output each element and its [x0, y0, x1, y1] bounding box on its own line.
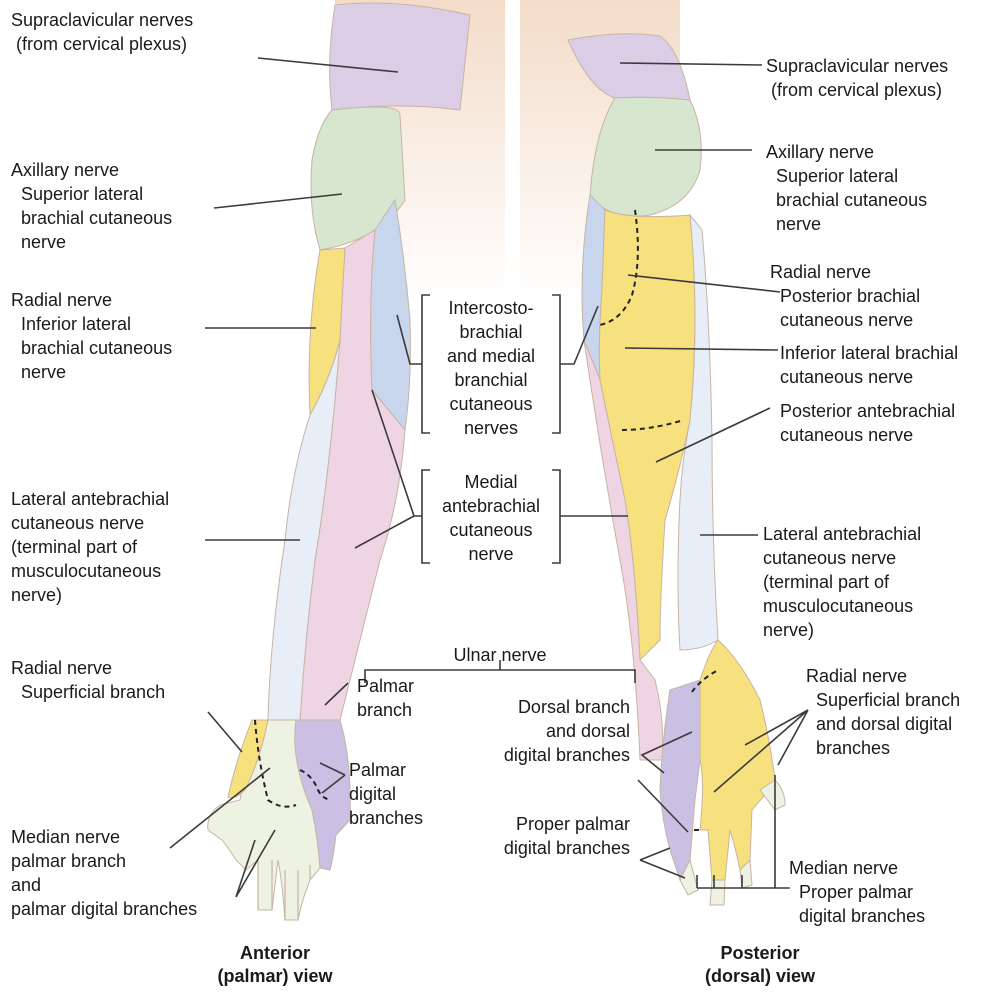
label-post-lateral-antebrachial: Lateral antebrachial cutaneous nerve (te…	[763, 522, 921, 642]
text: cutaneous nerve	[763, 546, 921, 570]
label-post-inferior-lateral: Inferior lateral brachial cutaneous nerv…	[780, 341, 958, 389]
text: Lateral antebrachial	[763, 522, 921, 546]
text: Posterior	[680, 942, 840, 965]
text: Posterior antebrachial	[780, 399, 955, 423]
text: Superficial branch	[806, 688, 960, 712]
text: cutaneous	[433, 392, 549, 416]
text: antebrachial	[433, 494, 549, 518]
text: digital	[349, 782, 423, 806]
text: Supraclavicular nerves	[11, 8, 193, 32]
posterior-axillary-region	[590, 97, 701, 216]
leader-ant-radial-superficial	[208, 712, 242, 752]
text: Radial nerve	[11, 288, 172, 312]
text: Superior lateral	[11, 182, 172, 206]
text: Axillary nerve	[11, 158, 172, 182]
text: (terminal part of	[763, 570, 921, 594]
label-medial-antebrachial: Medial antebrachial cutaneous nerve	[433, 470, 549, 566]
text: Lateral antebrachial	[11, 487, 169, 511]
text: brachial cutaneous	[11, 336, 172, 360]
text: nerve	[11, 360, 172, 384]
text: Anterior	[195, 942, 355, 965]
text: nerve	[766, 212, 927, 236]
text: Palmar	[357, 674, 414, 698]
text: digital branches	[789, 904, 925, 928]
label-ant-supraclavicular: Supraclavicular nerves (from cervical pl…	[11, 8, 193, 56]
posterior-arm	[520, 0, 785, 905]
label-post-median: Median nerve Proper palmar digital branc…	[789, 856, 925, 928]
text: (palmar) view	[195, 965, 355, 988]
text: (dorsal) view	[680, 965, 840, 988]
text: branches	[806, 736, 960, 760]
label-post-posterior-antebrachial: Posterior antebrachial cutaneous nerve	[780, 399, 955, 447]
text: brachial	[433, 320, 549, 344]
text: nerve)	[11, 583, 169, 607]
text: (from cervical plexus)	[11, 32, 193, 56]
text: nerve	[433, 542, 549, 566]
text: nerve	[11, 230, 172, 254]
text: nerve)	[763, 618, 921, 642]
label-ant-axillary: Axillary nerve Superior lateral brachial…	[11, 158, 172, 254]
text: Proper palmar	[789, 880, 925, 904]
anterior-supraclavicular-region	[330, 3, 470, 110]
text: cutaneous nerve	[780, 423, 955, 447]
label-ant-radial-superficial: Radial nerve Superficial branch	[11, 656, 165, 704]
label-ant-radial: Radial nerve Inferior lateral brachial c…	[11, 288, 172, 384]
label-dorsal-branch: Dorsal branch and dorsal digital branche…	[470, 695, 630, 767]
text: Posterior brachial	[770, 284, 920, 308]
text: branchial	[433, 368, 549, 392]
label-anterior-view: Anterior (palmar) view	[195, 942, 355, 988]
text: cutaneous nerve	[11, 511, 169, 535]
text: brachial cutaneous	[766, 188, 927, 212]
text: Radial nerve	[806, 664, 960, 688]
text: digital branches	[470, 836, 630, 860]
text: Palmar	[349, 758, 423, 782]
text: Intercosto-	[433, 296, 549, 320]
label-post-axillary: Axillary nerve Superior lateral brachial…	[766, 140, 927, 236]
text: branch	[357, 698, 414, 722]
label-ant-lateral-antebrachial: Lateral antebrachial cutaneous nerve (te…	[11, 487, 169, 607]
text: and dorsal digital	[806, 712, 960, 736]
text: Inferior lateral	[11, 312, 172, 336]
text: palmar digital branches	[11, 897, 197, 921]
text: palmar branch	[11, 849, 197, 873]
text: branches	[349, 806, 423, 830]
text: Radial nerve	[11, 656, 165, 680]
label-post-radial-superficial: Radial nerve Superficial branch and dors…	[806, 664, 960, 760]
text: Inferior lateral brachial	[780, 341, 958, 365]
text: Superficial branch	[11, 680, 165, 704]
text: (from cervical plexus)	[766, 78, 948, 102]
label-proper-palmar: Proper palmar digital branches	[470, 812, 630, 860]
label-ant-median: Median nerve palmar branch and palmar di…	[11, 825, 197, 921]
posterior-radial-superficial-region	[700, 640, 775, 880]
label-intercostobrachial: Intercosto- brachial and medial branchia…	[433, 296, 549, 440]
text: (terminal part of	[11, 535, 169, 559]
label-post-radial: Radial nerve Posterior brachial cutaneou…	[770, 260, 920, 332]
text: musculocutaneous	[11, 559, 169, 583]
text: nerves	[433, 416, 549, 440]
text: Median nerve	[789, 856, 925, 880]
text: cutaneous	[433, 518, 549, 542]
text: and dorsal	[470, 719, 630, 743]
label-posterior-view: Posterior (dorsal) view	[680, 942, 840, 988]
label-palmar-branch: Palmar branch	[357, 674, 414, 722]
text: Radial nerve	[770, 260, 920, 284]
text: Axillary nerve	[766, 140, 927, 164]
text: and	[11, 873, 197, 897]
text: musculocutaneous	[763, 594, 921, 618]
text: and medial	[433, 344, 549, 368]
text: cutaneous nerve	[780, 365, 958, 389]
label-post-supraclavicular: Supraclavicular nerves (from cervical pl…	[766, 54, 948, 102]
label-palmar-digital: Palmar digital branches	[349, 758, 423, 830]
text: Dorsal branch	[470, 695, 630, 719]
label-ulnar-nerve: Ulnar nerve	[420, 643, 580, 667]
text: Supraclavicular nerves	[766, 54, 948, 78]
text: digital branches	[470, 743, 630, 767]
text: Median nerve	[11, 825, 197, 849]
text: cutaneous nerve	[770, 308, 920, 332]
text: brachial cutaneous	[11, 206, 172, 230]
text: Medial	[433, 470, 549, 494]
text: Proper palmar	[470, 812, 630, 836]
text: Superior lateral	[766, 164, 927, 188]
